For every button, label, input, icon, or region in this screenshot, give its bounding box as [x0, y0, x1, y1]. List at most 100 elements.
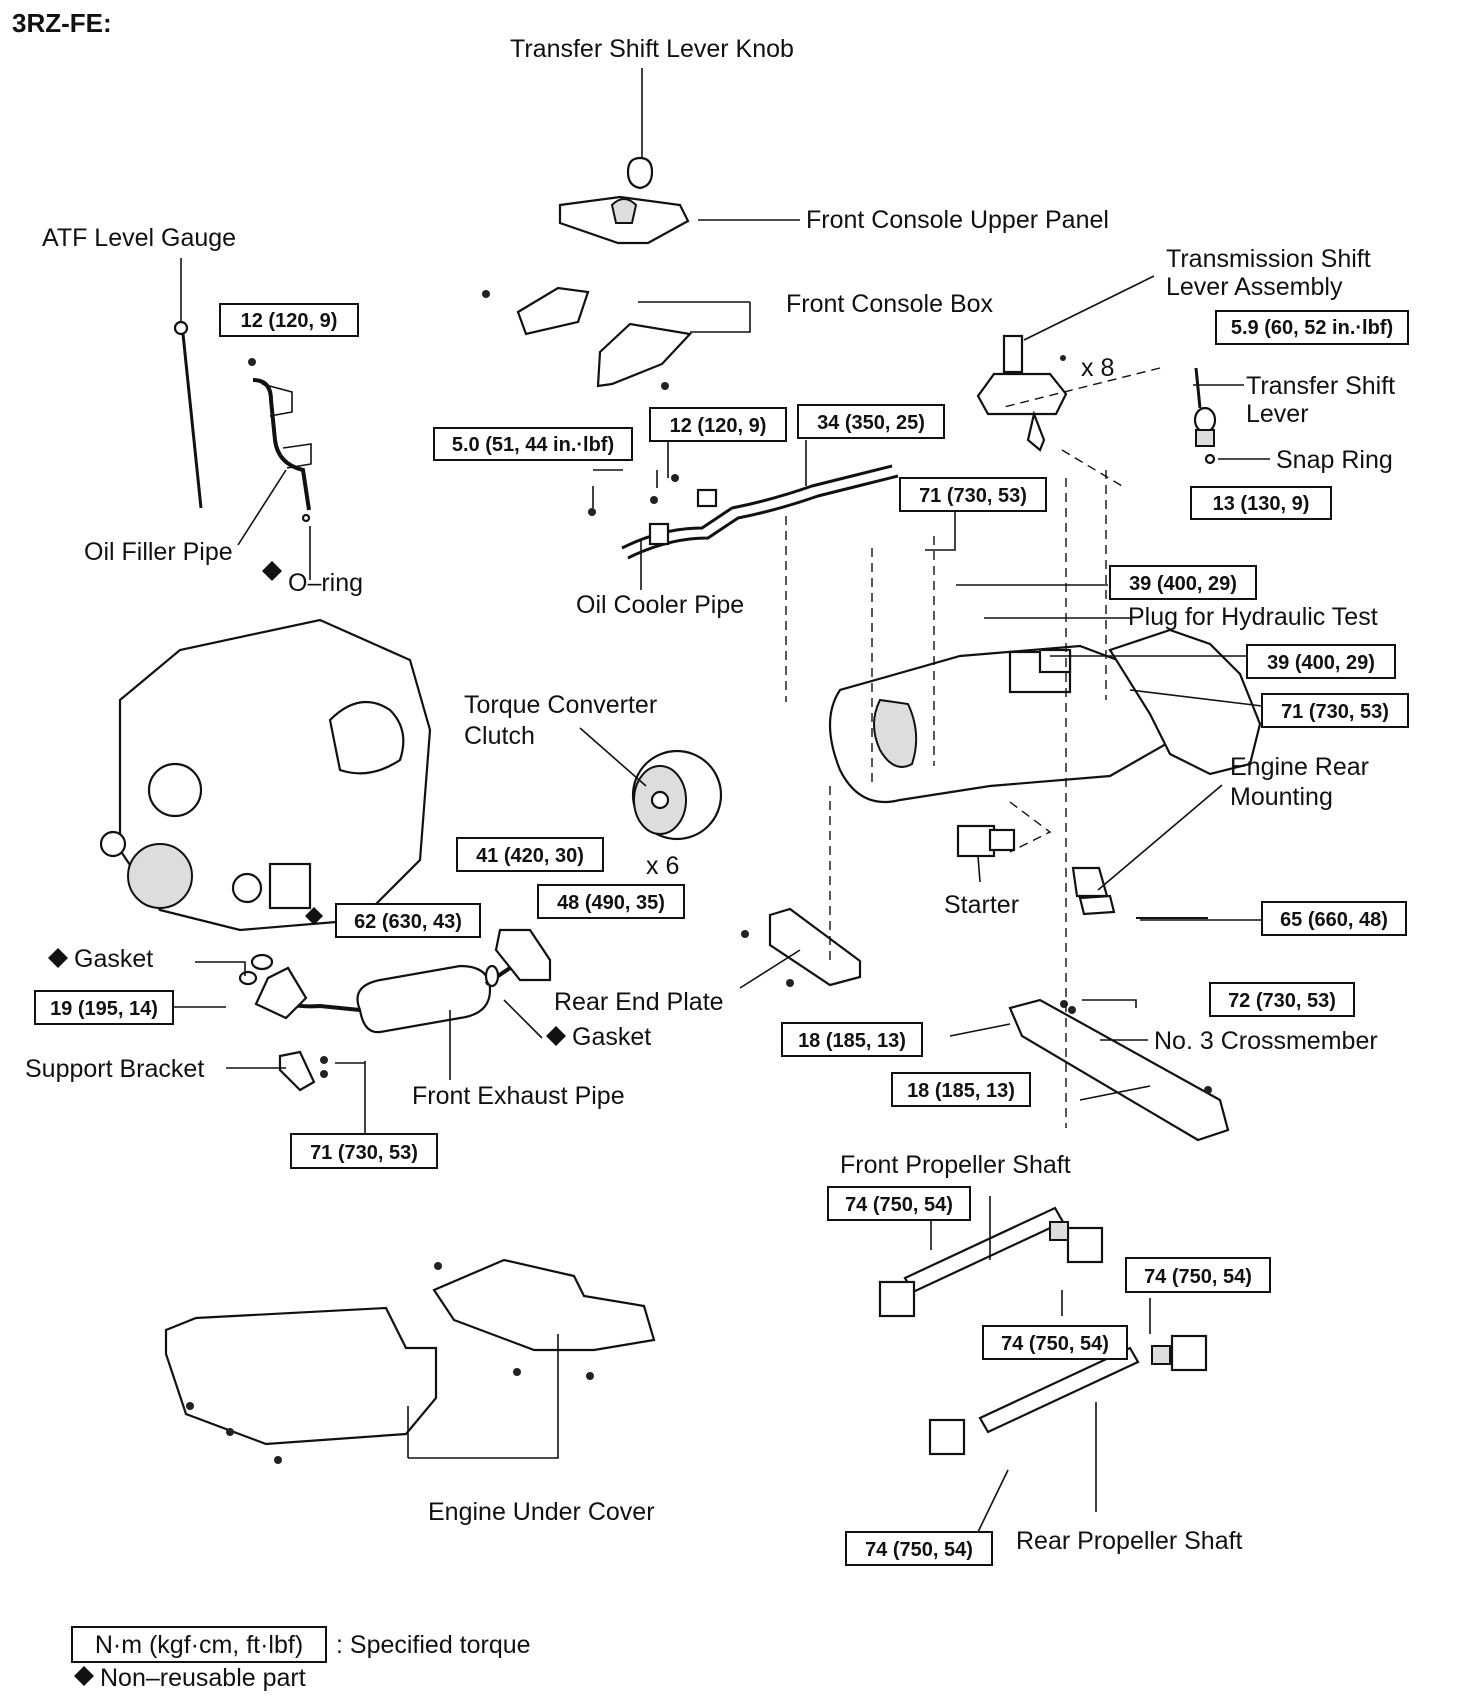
label-engine-rear-mounting-line1: Engine Rear [1230, 753, 1369, 781]
torque-case-right: 71 (730, 53) [1261, 693, 1409, 728]
label-transfer-shift-lever-line1: Transfer Shift [1246, 372, 1395, 400]
label-oil-filler-pipe: Oil Filler Pipe [84, 538, 233, 566]
torque-bell-top: 71 (730, 53) [899, 477, 1047, 512]
label-starter: Starter [944, 891, 1019, 919]
nonreusable-mark-oring [262, 561, 282, 581]
torque-plug-a: 39 (400, 29) [1109, 565, 1257, 600]
torque-rear-shaft-a: 74 (750, 54) [1125, 1257, 1271, 1293]
label-front-console-box: Front Console Box [786, 290, 994, 318]
svg-text:71 (730, 53): 71 (730, 53) [919, 485, 1027, 507]
label-transfer-shift-lever-line2: Lever [1246, 400, 1309, 428]
shift-knob-drawing [626, 156, 654, 190]
torque-shift-lever: 5.9 (60, 52 in.·lbf) [1215, 310, 1409, 345]
starter-drawing [956, 824, 1016, 858]
label-x6: x 6 [646, 852, 679, 880]
label-transmission-shift-line1: Transmission Shift [1166, 245, 1371, 273]
label-front-console-upper-panel: Front Console Upper Panel [806, 206, 1109, 234]
label-support-bracket: Support Bracket [25, 1055, 204, 1083]
svg-text:74 (750, 54): 74 (750, 54) [1001, 1333, 1109, 1355]
torque-converter: 41 (420, 30) [456, 837, 604, 872]
torque-plug-b: 39 (400, 29) [1246, 644, 1396, 679]
rear-propeller-shaft-drawing [928, 1334, 1208, 1456]
torque-oil-filler: 12 (120, 9) [219, 303, 359, 337]
torque-exhaust-front: 62 (630, 43) [335, 903, 481, 938]
oil-cooler-pipe-drawing [588, 464, 899, 560]
label-rear-propeller-shaft: Rear Propeller Shaft [1016, 1527, 1243, 1555]
svg-text:74 (750, 54): 74 (750, 54) [1144, 1266, 1252, 1288]
label-engine-rear-mounting-line2: Mounting [1230, 783, 1333, 811]
svg-text:13 (130, 9): 13 (130, 9) [1213, 493, 1310, 515]
leader-lines [173, 68, 1270, 1533]
torque-crossmember-b: 18 (185, 13) [891, 1072, 1031, 1107]
label-x8: x 8 [1081, 354, 1114, 382]
exhaust-pipe-drawing [238, 928, 552, 1034]
label-transmission-shift-line2: Lever Assembly [1166, 273, 1343, 301]
label-o-ring: O–ring [288, 569, 363, 597]
svg-text:48 (490, 35): 48 (490, 35) [557, 892, 665, 914]
shift-lever-assembly-drawing [976, 334, 1068, 452]
svg-text:65 (660, 48): 65 (660, 48) [1280, 909, 1388, 931]
nonreusable-mark-gasket-2 [546, 1026, 566, 1046]
svg-text:12 (120, 9): 12 (120, 9) [670, 415, 767, 437]
svg-text:41 (420, 30): 41 (420, 30) [476, 845, 584, 867]
nonreusable-mark-exhaust [305, 907, 323, 925]
front-propeller-shaft-drawing [878, 1206, 1104, 1318]
svg-text:71 (730, 53): 71 (730, 53) [1281, 701, 1389, 723]
legend-nonreusable-mark [74, 1666, 94, 1686]
svg-text:72 (730, 53): 72 (730, 53) [1228, 990, 1336, 1012]
crossmember-drawing [949, 998, 1230, 1142]
svg-text:19 (195, 14): 19 (195, 14) [50, 998, 158, 1020]
support-bracket-drawing [278, 1050, 328, 1092]
rear-end-plate-drawing [741, 907, 862, 987]
label-rear-end-plate: Rear End Plate [554, 988, 724, 1016]
console-upper-panel-drawing [558, 195, 690, 245]
legend-torque-text: : Specified torque [336, 1631, 531, 1659]
oil-filler-pipe-drawing [248, 358, 312, 523]
transfer-shift-lever-drawing [1193, 367, 1217, 465]
label-transfer-shift-lever-knob: Transfer Shift Lever Knob [510, 35, 794, 63]
torque-cooler-b: 12 (120, 9) [649, 407, 787, 442]
label-front-propeller-shaft: Front Propeller Shaft [840, 1151, 1071, 1179]
console-box-drawing [482, 286, 693, 390]
torque-end-plate: 18 (185, 13) [781, 1022, 923, 1057]
transmission-case-drawing [828, 628, 1262, 804]
torque-crossmember-a: 72 (730, 53) [1209, 982, 1355, 1017]
svg-text:39 (400, 29): 39 (400, 29) [1129, 573, 1237, 595]
torque-front-shaft-b: 74 (750, 54) [982, 1325, 1128, 1360]
label-plug-hydraulic-test: Plug for Hydraulic Test [1128, 603, 1378, 631]
legend-torque-units: N·m (kgf·cm, ft·lbf) [95, 1631, 303, 1659]
label-gasket-2: Gasket [572, 1023, 651, 1051]
svg-text:12 (120, 9): 12 (120, 9) [241, 310, 338, 332]
label-front-exhaust-pipe: Front Exhaust Pipe [412, 1082, 625, 1110]
legend: N·m (kgf·cm, ft·lbf) : Specified torque … [71, 1626, 531, 1692]
part-labels: Transfer Shift Lever Knob Front Console … [25, 35, 1395, 1555]
svg-text:5.0 (51, 44 in.·lbf): 5.0 (51, 44 in.·lbf) [452, 434, 614, 456]
engine-under-cover-drawing [164, 1258, 656, 1464]
svg-text:18 (185, 13): 18 (185, 13) [798, 1030, 906, 1052]
svg-text:18 (185, 13): 18 (185, 13) [907, 1080, 1015, 1102]
label-oil-cooler-pipe: Oil Cooler Pipe [576, 591, 744, 619]
label-torque-converter-line2: Clutch [464, 722, 535, 750]
svg-text:74 (750, 54): 74 (750, 54) [845, 1194, 953, 1216]
torque-support-bracket: 71 (730, 53) [290, 1133, 438, 1169]
torque-bracket-left: 19 (195, 14) [34, 990, 174, 1025]
torque-cooler-a: 5.0 (51, 44 in.·lbf) [433, 427, 633, 461]
torque-converter-drawing [631, 749, 723, 841]
svg-text:5.9 (60, 52 in.·lbf): 5.9 (60, 52 in.·lbf) [1231, 317, 1393, 339]
svg-text:34 (350, 25): 34 (350, 25) [817, 412, 925, 434]
label-gasket-1: Gasket [74, 945, 153, 973]
torque-mounting: 65 (660, 48) [1261, 901, 1407, 936]
label-torque-converter-line1: Torque Converter [464, 691, 657, 719]
svg-text:39 (400, 29): 39 (400, 29) [1267, 652, 1375, 674]
engine-rear-mounting-drawing [1071, 866, 1208, 919]
label-snap-ring: Snap Ring [1276, 446, 1393, 474]
torque-cooler-c: 34 (350, 25) [797, 404, 945, 439]
svg-text:71 (730, 53): 71 (730, 53) [310, 1142, 418, 1164]
legend-nonreusable-text: Non–reusable part [100, 1664, 306, 1692]
torque-exhaust-rear: 48 (490, 35) [537, 884, 685, 919]
label-atf-level-gauge: ATF Level Gauge [42, 224, 236, 252]
torque-front-shaft-a: 74 (750, 54) [827, 1186, 971, 1221]
label-no3-crossmember: No. 3 Crossmember [1154, 1027, 1378, 1055]
